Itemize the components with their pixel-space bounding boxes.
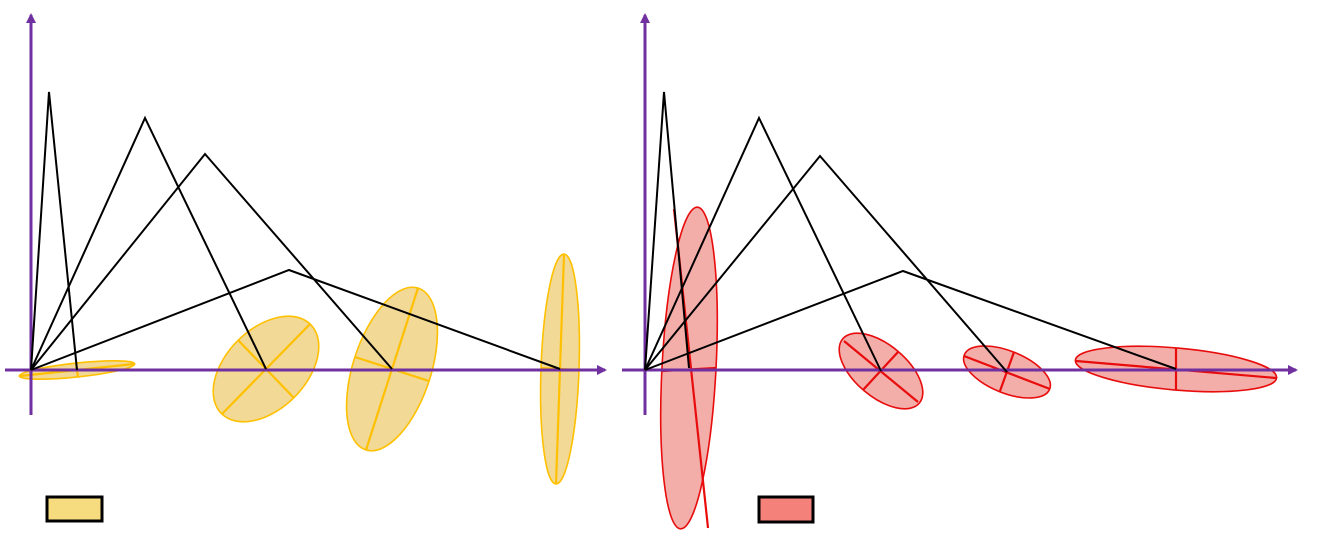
left-path-1 <box>30 91 78 371</box>
left-legend-swatch <box>45 495 104 523</box>
right-legend-swatch <box>757 495 815 524</box>
right-panel <box>622 13 1298 530</box>
left-path-4 <box>30 268 561 371</box>
right-path-3 <box>644 154 1008 373</box>
left-panel <box>5 13 607 523</box>
left-path-2 <box>30 115 267 371</box>
right-path-2 <box>644 115 882 372</box>
right-path-4 <box>644 269 1177 371</box>
right-path-1 <box>644 91 690 371</box>
left-path-3 <box>30 152 393 371</box>
